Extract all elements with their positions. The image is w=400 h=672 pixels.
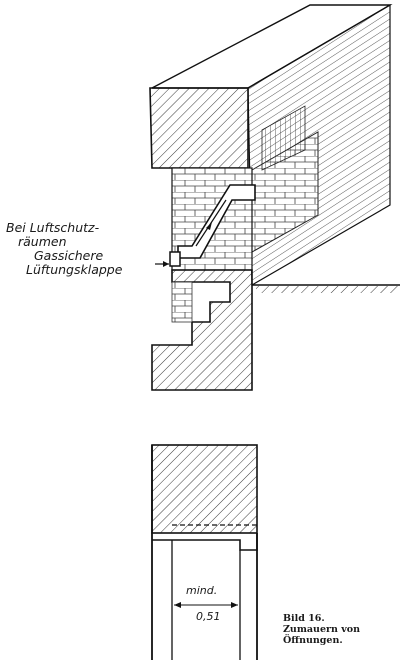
annotation-line-1: Bei Luftschutz- (6, 220, 100, 235)
perspective-wall-view (149, 3, 400, 391)
dimension-arrow-right (231, 602, 238, 608)
lower-brick-steps (171, 281, 193, 323)
ventilation-flap (169, 251, 181, 267)
caption-figure-number: Bild 16. (283, 613, 325, 624)
annotation-line-3: Gassichere (34, 248, 103, 263)
dimension-arrow-left (174, 602, 181, 608)
vent-arrow-glyph (206, 222, 212, 230)
upper-wall-section (149, 87, 249, 169)
lower-wall-section (151, 269, 253, 391)
annotation-line-2: räumen (18, 234, 67, 249)
section-hatched-block (151, 444, 258, 534)
annotation-line-4: Lüftungsklappe (26, 262, 123, 277)
ground-hatch (256, 286, 400, 293)
dimension-label-bottom: 0,51 (196, 610, 221, 623)
section-step (152, 533, 258, 551)
wall-cross-section: mind. 0,51 (151, 444, 258, 660)
dimension-label-top: mind. (186, 584, 217, 597)
vent-duct (177, 184, 256, 259)
figure-caption: Bild 16. Zumauern von Öffnungen. (283, 613, 360, 646)
caption-title-line-1: Zumauern von (283, 624, 360, 635)
caption-title-line-2: Öffnungen. (283, 635, 343, 646)
annotation-label: Bei Luftschutz- räumen Gassichere Lüftun… (6, 220, 123, 277)
side-vertical-infill (261, 105, 306, 171)
